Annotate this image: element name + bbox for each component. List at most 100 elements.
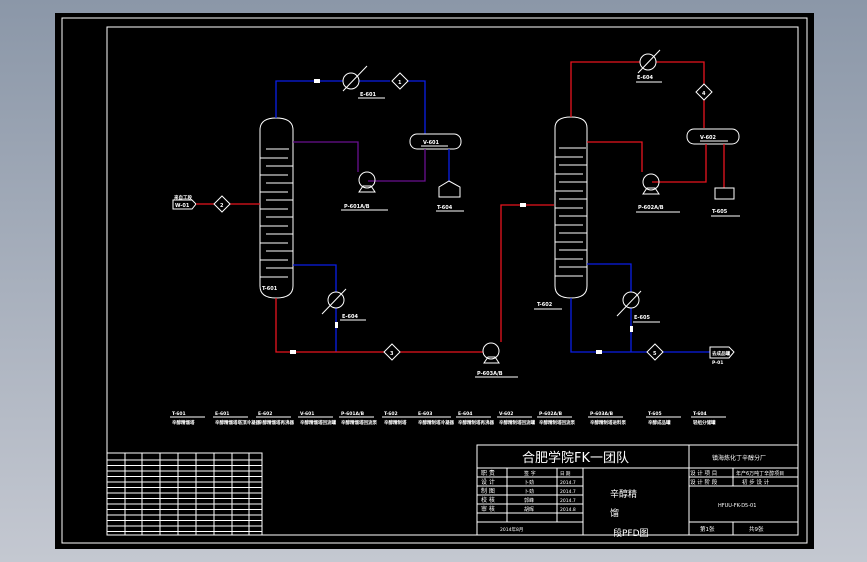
tag-t604: T-604 (437, 205, 453, 211)
transfer-line (500, 204, 554, 342)
drawing-title-1: 辛醇精 (610, 488, 637, 500)
tag-p603: P-603A/B (477, 371, 503, 377)
pump-p602[interactable]: P-602A/B (636, 173, 680, 213)
drawing-title-3: 段PFD图 (613, 527, 649, 539)
tag-t601: T-601 (262, 286, 278, 292)
legend-item: P-601A/B 辛醇精馏塔回流泵 (339, 411, 377, 426)
condenser-e603[interactable]: E-604 (636, 49, 662, 83)
school-name: 合肥学院FK一团队 (522, 450, 629, 466)
svg-text:审 核: 审 核 (481, 505, 495, 513)
svg-text:郭峰: 郭峰 (524, 497, 534, 504)
svg-text:E-602: E-602 (258, 411, 272, 417)
svg-text:T-604: T-604 (693, 411, 707, 417)
project-name: 年产6万吨丁辛醇项目 (736, 470, 784, 477)
svg-text:P-601A/B: P-601A/B (341, 411, 365, 417)
svg-text:辛醇精馏塔塔顶冷凝器: 辛醇精馏塔塔顶冷凝器 (215, 419, 260, 426)
svg-text:轻组分储罐: 轻组分储罐 (693, 419, 716, 426)
signature-row: 设 计 卜劲 2014.7 (481, 478, 576, 486)
svg-text:辛醇精制塔冷凝器: 辛醇精制塔冷凝器 (418, 419, 454, 426)
svg-text:T-601: T-601 (172, 411, 186, 417)
svg-text:3: 3 (390, 351, 394, 357)
equipment-legend: T-601 辛醇精馏塔 E-601 辛醇精馏塔塔顶冷凝器 E-602 辛醇精馏塔再沸器 V-… (170, 411, 726, 426)
reflux-line-1 (293, 141, 359, 172)
svg-text:辛醇精馏塔回流罐: 辛醇精馏塔回流罐 (300, 419, 336, 426)
tag-p601: P-601A/B (344, 204, 370, 210)
svg-text:胡晖: 胡晖 (524, 506, 534, 513)
reboiler-e605[interactable]: E-605 (616, 290, 660, 332)
svg-text:辛醇精制塔进料泵: 辛醇精制塔进料泵 (590, 419, 626, 426)
tank-t604[interactable]: T-604 (436, 180, 464, 212)
svg-text:2: 2 (220, 203, 224, 209)
company-name: 镇海炼化丁辛醇分厂 (712, 454, 766, 462)
sheet-total: 共9张 (749, 525, 764, 533)
column-t602[interactable] (554, 116, 588, 299)
legend-item: E-604 辛醇精制塔再沸器 (456, 411, 494, 426)
stream-2-marker: 2 (213, 195, 231, 213)
svg-text:2014.7: 2014.7 (560, 489, 576, 495)
reboiler-line-1 (293, 264, 337, 292)
outer-frame (61, 17, 808, 544)
completion-date: 2014年8月 (500, 526, 523, 533)
legend-item: E-603 辛醇精制塔冷凝器 (416, 411, 454, 426)
svg-text:来自工段: 来自工段 (173, 194, 192, 201)
drum-v601[interactable]: V-601 (409, 133, 462, 150)
svg-text:校 核: 校 核 (481, 496, 495, 504)
flow-arrow (290, 350, 296, 354)
drum-v602[interactable]: V-602 (686, 128, 740, 145)
svg-text:日 期: 日 期 (560, 471, 571, 477)
material-balance-table (106, 452, 263, 536)
svg-text:W-01: W-01 (175, 203, 190, 209)
bottoms-line-1 (275, 298, 384, 353)
svg-text:2014.8: 2014.8 (560, 507, 576, 513)
svg-text:E-603: E-603 (418, 411, 432, 417)
svg-text:2014.7: 2014.7 (560, 480, 576, 486)
legend-item: E-601 辛醇精馏塔塔顶冷凝器 (213, 411, 260, 426)
tag-t605: T-605 (712, 209, 728, 215)
stream-3-marker: 3 (383, 343, 401, 361)
product-outlet[interactable]: 去成品罐 P-01 (709, 346, 735, 366)
column-t601[interactable]: T-601 (259, 117, 294, 299)
condenser-e601[interactable]: E-601 (342, 65, 385, 99)
svg-text:签 字: 签 字 (524, 470, 536, 477)
svg-text:设 计 项 目: 设 计 项 目 (690, 469, 717, 477)
feed-inlet[interactable]: 来自工段 W-01 (172, 194, 197, 210)
overhead-line-1 (275, 80, 343, 118)
reboiler-e604[interactable]: E-604 (321, 288, 366, 328)
svg-text:P-01: P-01 (712, 360, 723, 366)
tag-t602: T-602 (537, 302, 553, 308)
svg-text:辛醇精馏塔回流泵: 辛醇精馏塔回流泵 (341, 419, 377, 426)
flow-arrow (520, 203, 526, 207)
svg-text:E-604: E-604 (458, 411, 472, 417)
svg-text:V-601: V-601 (300, 411, 314, 417)
reflux-line-2 (587, 141, 643, 172)
svg-text:E-601: E-601 (215, 411, 229, 417)
svg-text:设 计: 设 计 (481, 478, 495, 486)
drawing-number: HFUU-FK-D5-01 (718, 503, 756, 509)
pump-p601[interactable]: P-601A/B (341, 171, 388, 211)
bottoms-line-2 (570, 298, 647, 353)
svg-text:1: 1 (398, 80, 402, 86)
svg-text:辛醇精馏塔再沸器: 辛醇精馏塔再沸器 (258, 419, 294, 426)
tag-v601: V-601 (423, 140, 440, 146)
svg-text:去成品罐: 去成品罐 (712, 350, 730, 357)
column-trays (260, 148, 293, 278)
svg-text:辛醇精制塔再沸器: 辛醇精制塔再沸器 (458, 419, 494, 426)
pump-p603[interactable]: P-603A/B (475, 342, 518, 378)
svg-text:辛醇精馏塔: 辛醇精馏塔 (172, 419, 195, 426)
legend-item: V-601 辛醇精馏塔回流罐 (298, 411, 336, 426)
svg-text:V-602: V-602 (499, 411, 513, 417)
svg-text:辛醇成品罐: 辛醇成品罐 (648, 419, 671, 426)
svg-text:卜劲: 卜劲 (524, 479, 534, 486)
design-stage: 初 步 设 计 (742, 478, 770, 486)
tank-t605[interactable]: T-605 (711, 187, 740, 217)
svg-text:T-602: T-602 (384, 411, 398, 417)
flow-arrow (596, 350, 602, 354)
drawing-title-2: 馏 (610, 507, 619, 519)
